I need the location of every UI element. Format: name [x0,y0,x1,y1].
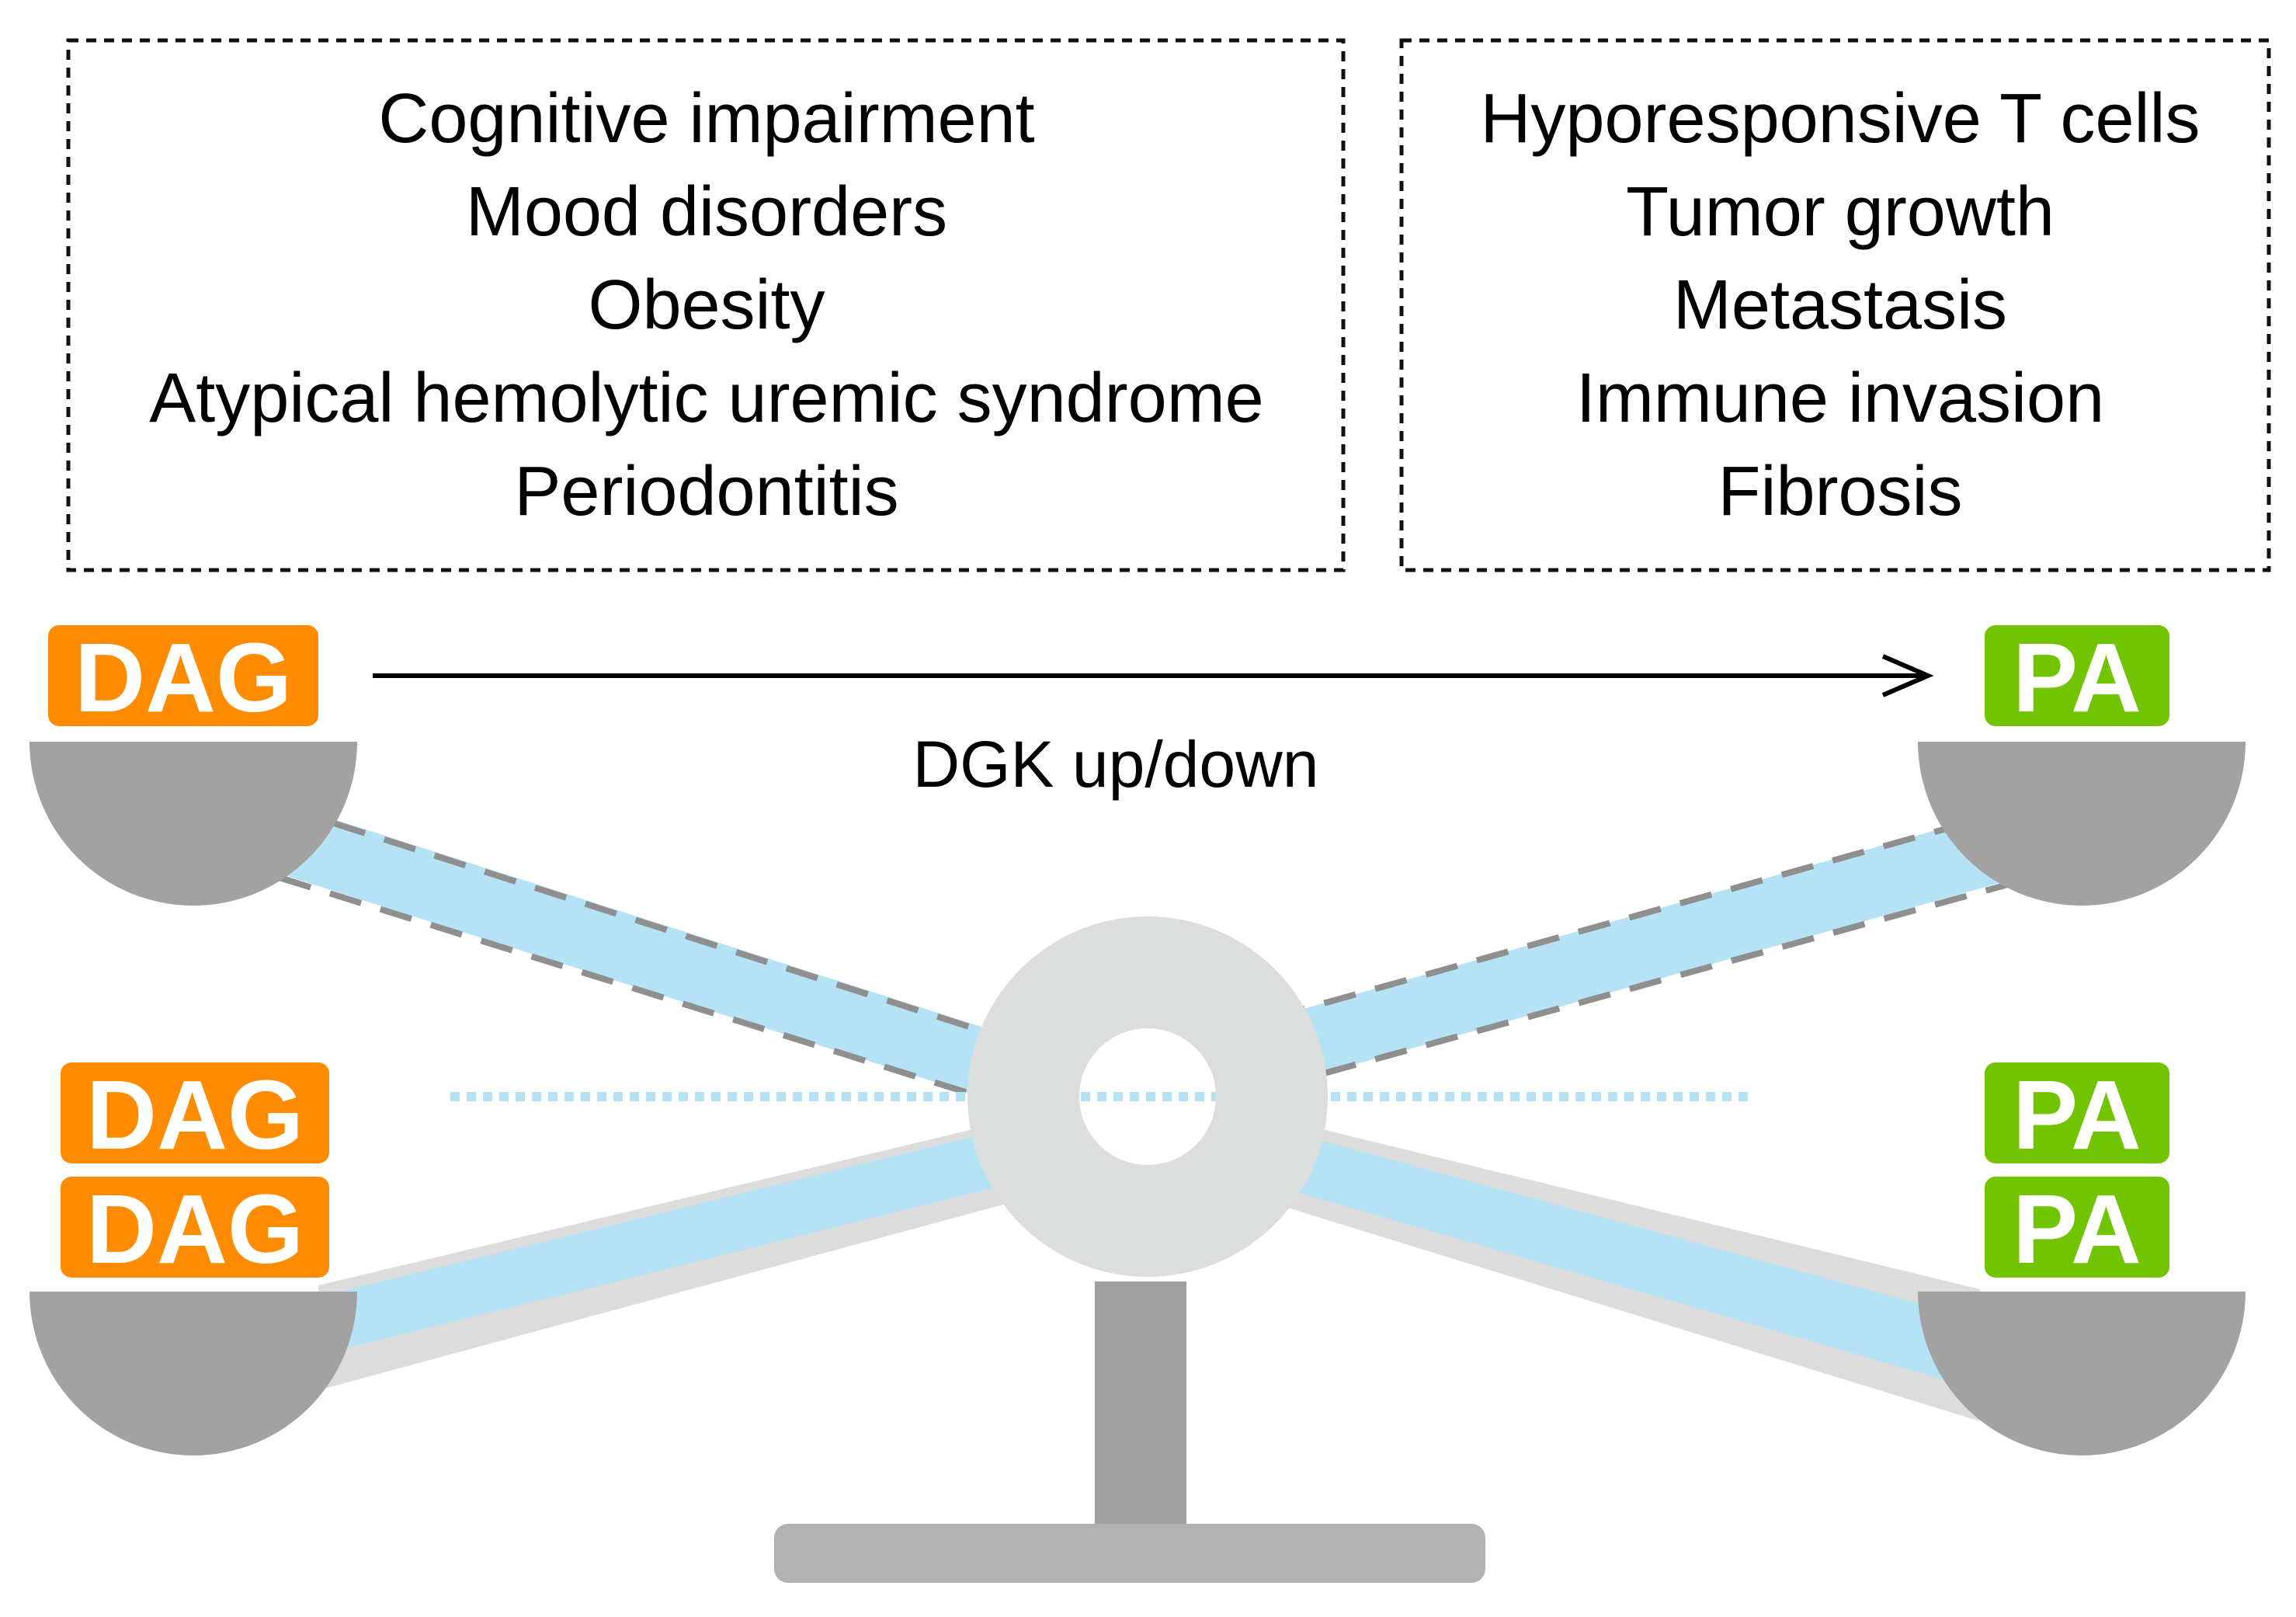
enzyme-label: DGK up/down [913,728,1319,801]
dag-badge: DAG [61,1174,329,1284]
right-outcomes-box [1399,38,2271,572]
lower-left-pan [30,1292,357,1455]
pa-badge: PA [1985,623,2169,732]
left-outcomes-list: Cognitive impairment Mood disorders Obes… [149,80,1263,530]
balance-stand [1095,1281,1186,1553]
upper-beam-left [280,819,1025,1111]
lower-beam-left [318,1094,1149,1355]
left-outcome: Atypical hemolytic uremic syndrome [149,360,1263,437]
dag-badge-label: DAG [86,1060,304,1170]
pa-badge: PA [1985,1060,2169,1170]
dag-badge: DAG [48,623,318,732]
pa-badge-label: PA [2013,623,2141,732]
right-outcome: Fibrosis [1718,453,1962,530]
upper-left-pan [30,742,357,906]
lower-right-pan [1918,1292,2246,1455]
left-outcome: Periodontitis [514,453,898,530]
dag-badge-label: DAG [86,1174,304,1284]
upper-beam-right [1273,815,2019,1087]
upper-beam-left-edge [278,875,1026,1114]
upper-beam-right-edge [1272,814,1989,1021]
lower-beam [318,1087,1980,1421]
upper-beam-left-edge [332,820,1026,1048]
conversion-arrowhead [1881,654,1934,697]
left-outcomes-box [66,38,1346,572]
balance-base [774,1524,1485,1583]
dag-badge-label: DAG [75,623,292,732]
right-outcome: Tumor growth [1626,173,2055,251]
left-outcome: Cognitive impairment [378,80,1034,158]
dag-badge: DAG [61,1060,329,1170]
left-outcome: Obesity [588,266,825,344]
pa-badge-label: PA [2013,1060,2141,1170]
left-outcome: Mood disorders [466,173,947,251]
lower-beam-right [1149,1094,1980,1390]
upper-beam [278,814,2020,1114]
right-outcome: Metastasis [1673,266,2007,344]
pa-badge: PA [1985,1174,2169,1284]
right-outcome: Hyporesponsive T cells [1480,80,2200,158]
right-outcomes-list: Hyporesponsive T cells Tumor growth Meta… [1480,80,2200,530]
pa-badge-label: PA [2013,1174,2141,1284]
upper-beam-right-edge [1272,878,2020,1090]
upper-right-pan [1918,742,2246,906]
right-outcome: Immune invasion [1576,360,2104,437]
